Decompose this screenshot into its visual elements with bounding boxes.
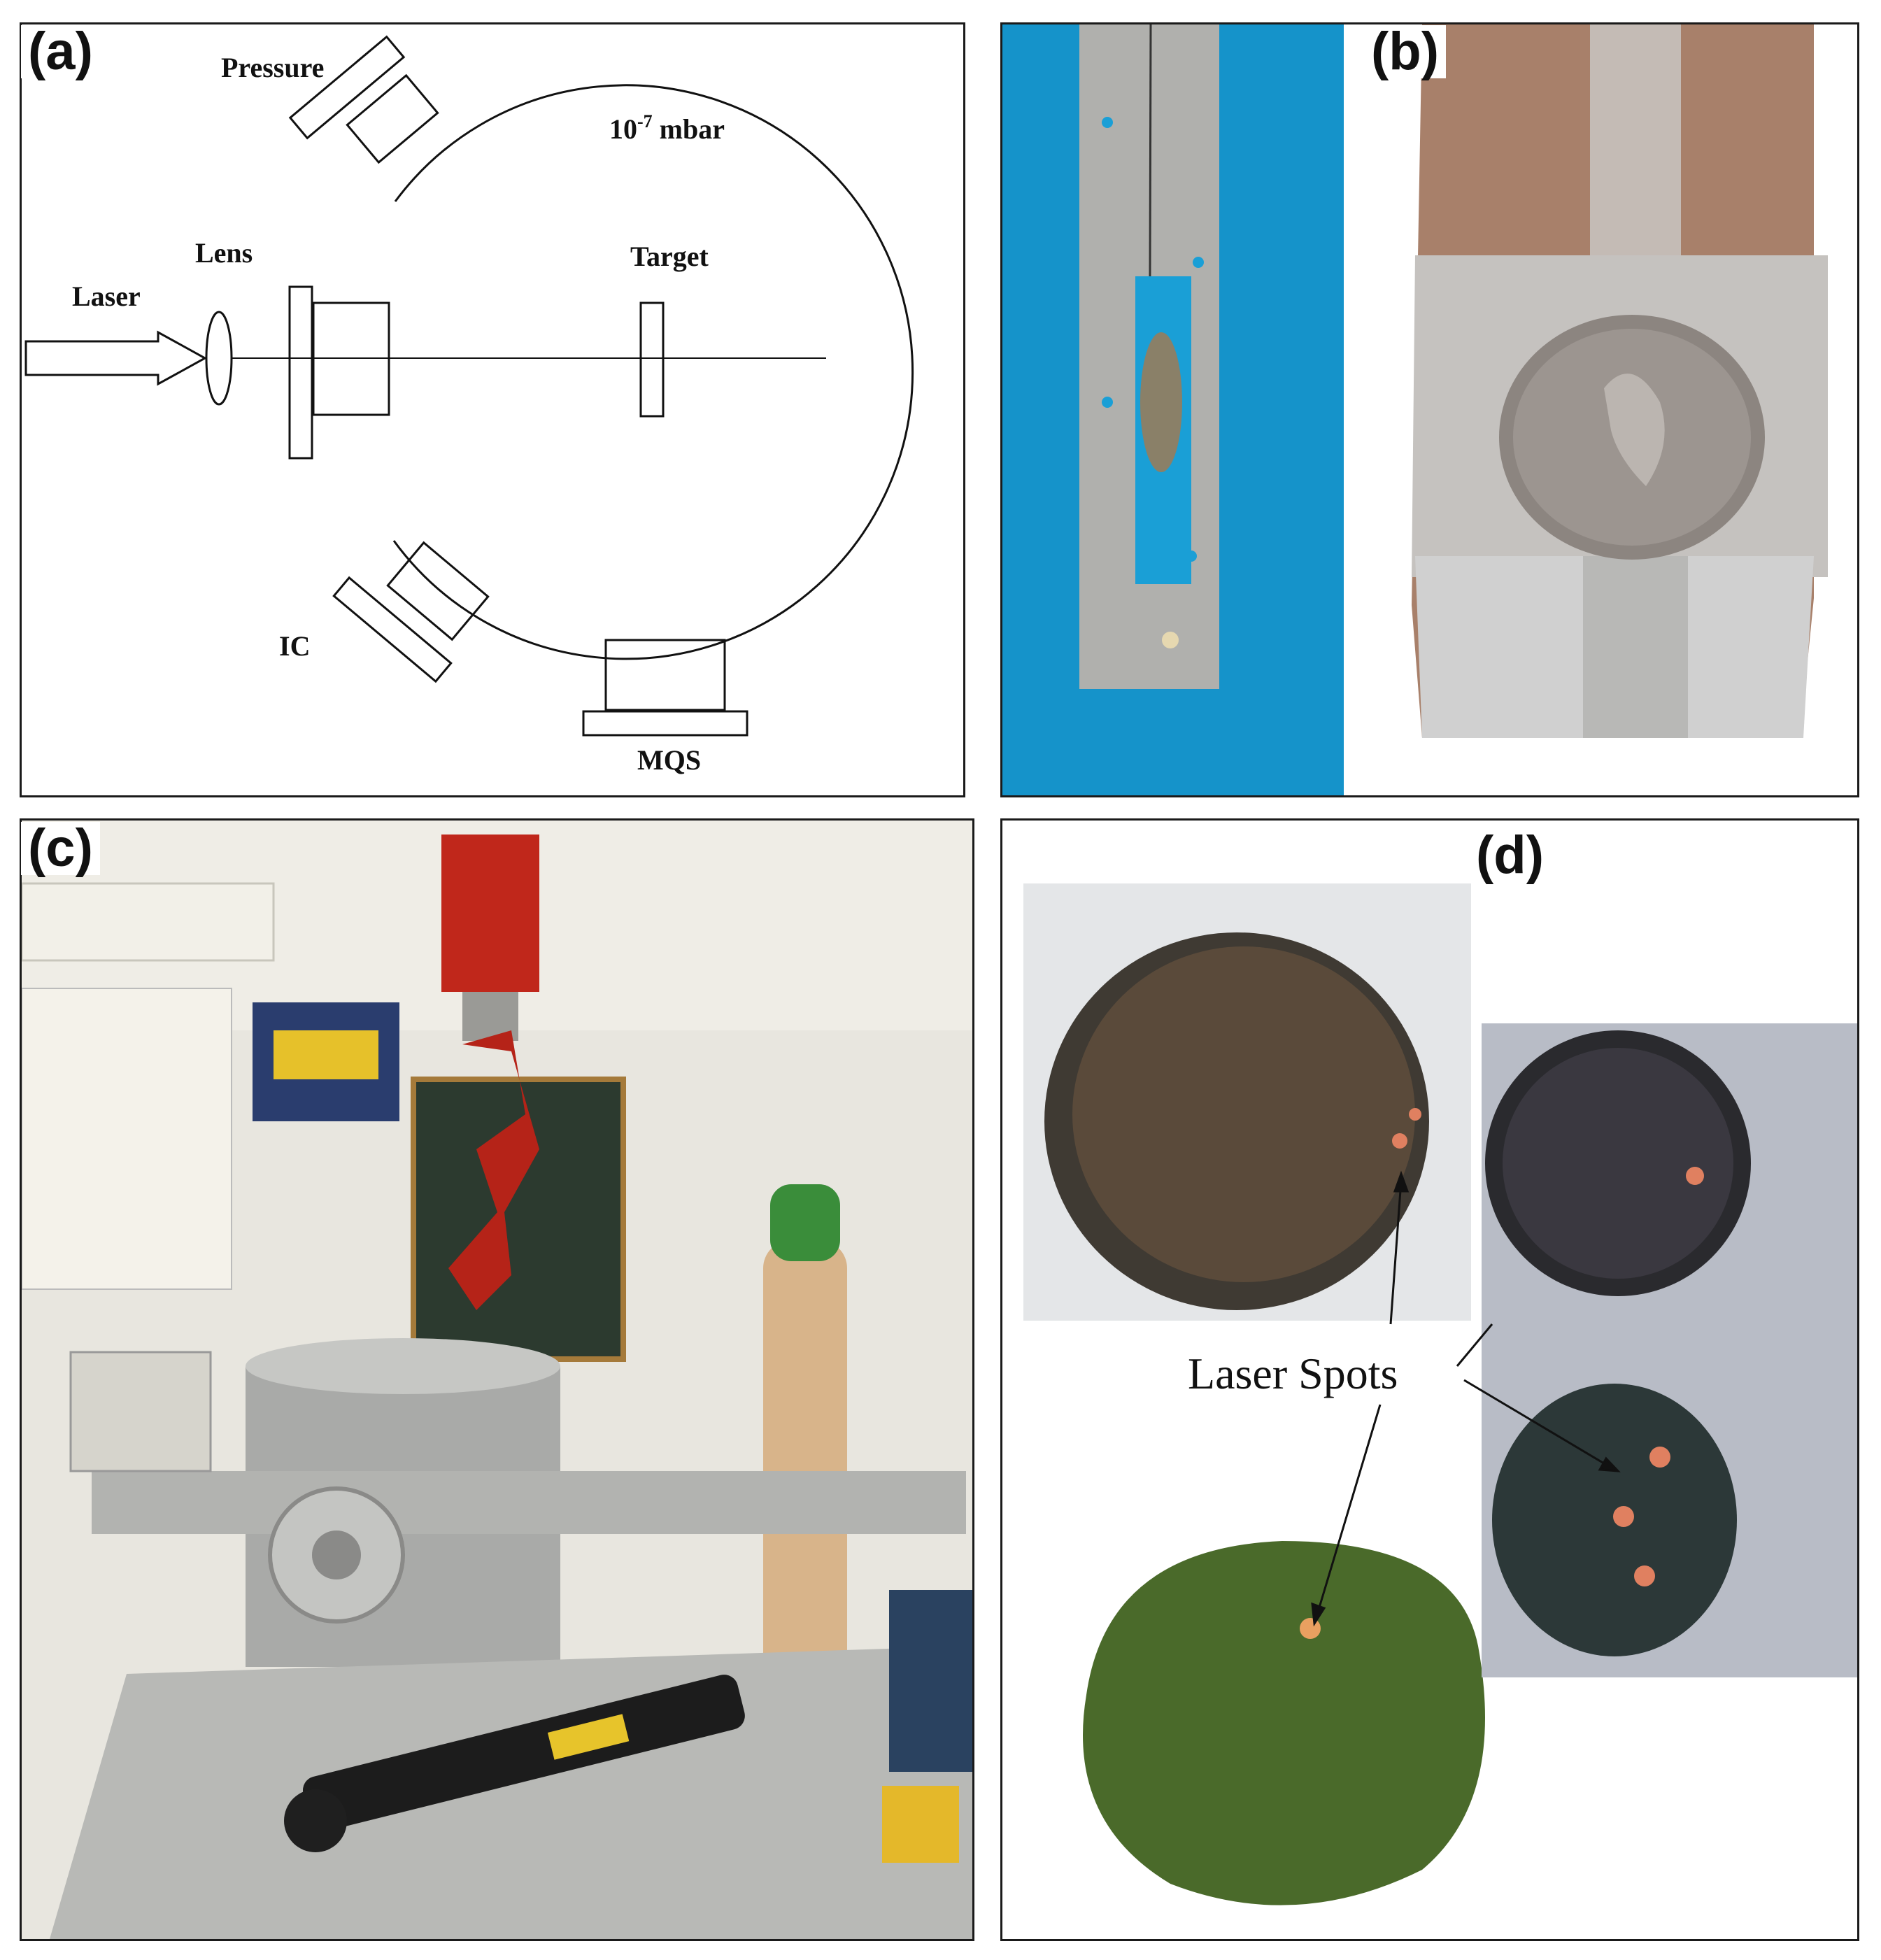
ic-port: [386, 541, 490, 641]
laser-spot: [1613, 1506, 1634, 1527]
laser-spot: [1686, 1167, 1704, 1185]
laser-spot: [1300, 1618, 1321, 1639]
label-pressure: Pressure: [221, 52, 324, 83]
label-laser: Laser: [72, 280, 141, 312]
coin-bronze: [1044, 932, 1429, 1310]
mounted-sample: [1140, 332, 1182, 472]
coin-dark-upper: [1485, 1030, 1751, 1296]
lens: [205, 311, 233, 406]
arrow-to-bottom-coin: [1316, 1404, 1382, 1615]
yellow-device: [882, 1786, 959, 1863]
laser-arrow: [24, 330, 208, 386]
ic-flange: [332, 576, 453, 683]
coin-green: [1083, 1541, 1485, 1905]
label-mqs: MQS: [637, 744, 701, 776]
laser-spot: [1649, 1447, 1670, 1468]
label-ic: IC: [279, 630, 310, 662]
panel-c: [20, 818, 974, 1941]
arrow-to-right-lower: [1463, 1379, 1612, 1469]
heating-tape: [448, 1030, 539, 1310]
laser-spot: [1409, 1108, 1421, 1121]
laser-spots-annotation: Laser Spots: [1188, 1349, 1398, 1398]
laser-spot: [1392, 1133, 1407, 1149]
red-pump-housing: [441, 835, 539, 992]
panel-b: [1000, 22, 1859, 797]
air-conditioner: [22, 882, 275, 962]
mqs-port: [604, 639, 726, 711]
panel-d: Laser Spots: [1000, 818, 1859, 1941]
pressure-port: [346, 73, 439, 164]
panel-d-label: (d): [1469, 829, 1552, 882]
label-target: Target: [630, 241, 709, 272]
sample-holder-photos: [1002, 24, 1857, 795]
coin-sample: [1499, 315, 1765, 560]
arrow-to-right-upper: [1456, 1323, 1493, 1367]
panel-b-label: (b): [1364, 25, 1447, 78]
laser-spot: [1634, 1565, 1655, 1586]
poster-left: [22, 988, 232, 1290]
he-ne-laser: [302, 1675, 745, 1832]
setup-schematic: Pressure 10-7 mbar Lens Laser Target IC …: [24, 35, 914, 776]
mqs-flange: [582, 710, 748, 737]
panel-c-label: (c): [21, 822, 100, 875]
vacuum-chamber: [392, 84, 914, 660]
crt-monitor: [69, 1351, 212, 1472]
laboratory-photo: [22, 821, 972, 1939]
target-holder: [639, 301, 665, 418]
pressure-flange: [288, 35, 406, 140]
label-lens: Lens: [195, 237, 253, 269]
panel-a-label: (a): [21, 25, 100, 78]
arrow-to-top-coin: [1389, 1180, 1403, 1325]
optical-table: [50, 1646, 972, 1939]
coin-samples-photo: Laser Spots: [1023, 883, 1857, 1919]
label-vacuum: 10-7 mbar: [609, 111, 725, 145]
panel-a: Pressure 10-7 mbar Lens Laser Target IC …: [20, 22, 965, 797]
sample-holder-strip: [1079, 24, 1219, 689]
coin-dark-lower: [1492, 1384, 1737, 1656]
entry-window: [288, 285, 313, 460]
